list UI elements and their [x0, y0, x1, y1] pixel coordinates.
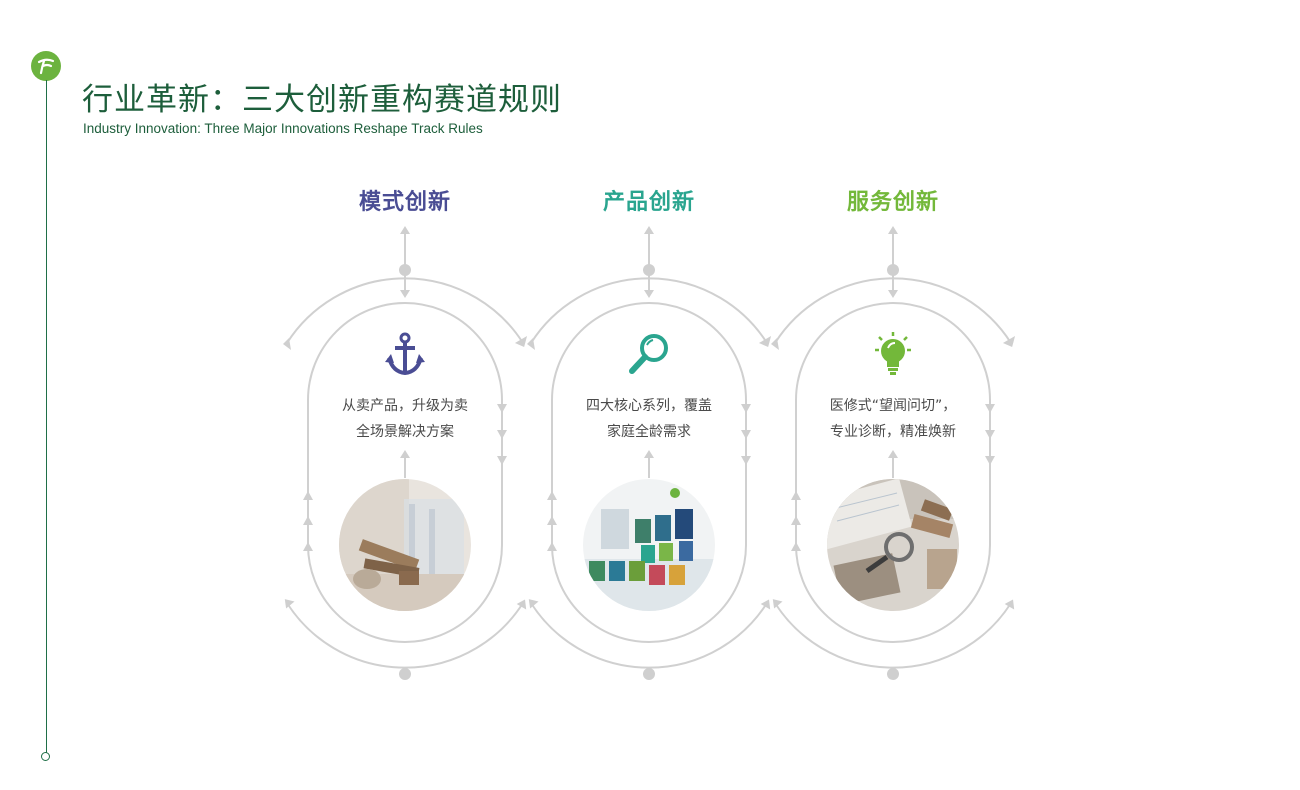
page-title: 行业革新：三大创新重构赛道规则 — [82, 82, 562, 118]
column-desc-service: 医修式“望闻问切”， 专业诊断，精准焕新 — [803, 393, 983, 445]
column-desc-line: 家庭全龄需求 — [607, 424, 691, 440]
lightbulb-icon — [869, 330, 917, 378]
anchor-icon — [381, 330, 429, 378]
column-desc-line: 从卖产品，升级为卖 — [342, 398, 468, 414]
paint-cans-product-display-photo — [583, 479, 715, 611]
page-subtitle: Industry Innovation: Three Major Innovat… — [83, 121, 483, 136]
column-desc-line: 四大核心系列，覆盖 — [586, 398, 712, 414]
column-desc-product: 四大核心系列，覆盖 家庭全龄需求 — [559, 393, 739, 445]
column-desc-line: 医修式“望闻问切”， — [829, 398, 957, 414]
column-desc-line: 专业诊断，精准焕新 — [830, 424, 956, 440]
brand-logo — [31, 51, 61, 81]
column-desc-model: 从卖产品，升级为卖 全场景解决方案 — [315, 393, 495, 445]
blueprints-magnifier-samples-photo — [827, 479, 959, 611]
column-title-service: 服务创新 — [846, 190, 939, 215]
timeline-rail-end-dot — [41, 752, 50, 761]
timeline-rail — [46, 80, 47, 753]
column-desc-line: 全场景解决方案 — [356, 424, 454, 440]
construction-materials-room-photo — [339, 479, 471, 611]
column-title-model: 模式创新 — [358, 190, 451, 215]
magnifier-icon — [625, 330, 673, 378]
column-title-product: 产品创新 — [602, 190, 695, 215]
